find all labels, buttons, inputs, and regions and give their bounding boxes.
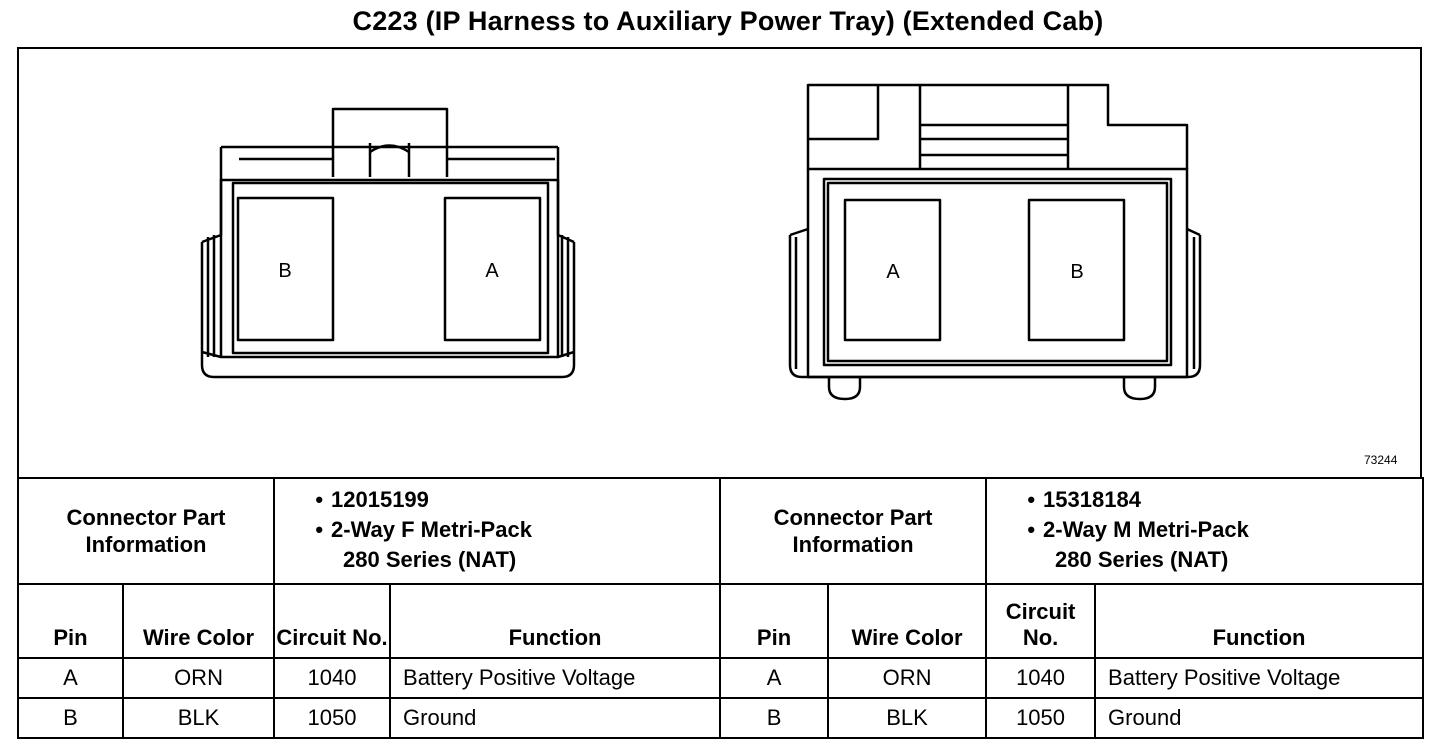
male-connector-face	[788, 83, 1202, 401]
circuit-cell: 1050	[273, 697, 392, 739]
part-series-right: 280 Series (NAT)	[1055, 547, 1229, 572]
part-description-right: 2-Way M Metri-Pack	[1043, 517, 1249, 542]
wire-color-cell: ORN	[827, 657, 988, 699]
function-cell: Battery Positive Voltage	[389, 657, 722, 699]
pin-cell: B	[17, 697, 124, 739]
part-info-right: •15318184 •2-Way M Metri-Pack 280 Series…	[985, 477, 1425, 585]
part-series-left: 280 Series (NAT)	[343, 547, 517, 572]
part-number-right: 15318184	[1043, 487, 1141, 512]
figure-id: 73244	[1364, 453, 1398, 467]
wire-color-cell: BLK	[827, 697, 988, 739]
part-info-label-left: Connector Part Information	[16, 477, 276, 585]
column-header-wire-color-left: Wire Color	[121, 583, 276, 659]
column-header-pin-left: Pin	[17, 583, 124, 659]
pin-cell: A	[17, 657, 124, 699]
female-cavity-label-right: A	[485, 260, 499, 282]
female-cavity-label-left: B	[278, 260, 291, 282]
function-cell: Ground	[389, 697, 722, 739]
wire-color-cell: BLK	[121, 697, 276, 739]
male-cavity-label-left: A	[886, 261, 900, 283]
female-connector-face	[200, 107, 576, 379]
wire-color-cell: ORN	[121, 657, 276, 699]
function-cell: Ground	[1094, 697, 1425, 739]
part-info-label-right: Connector Part Information	[719, 477, 988, 585]
table-row: B BLK 1050 Ground B BLK 1050 Ground	[17, 697, 1425, 739]
male-cavity-label-right: B	[1070, 261, 1083, 283]
part-info-left: •12015199 •2-Way F Metri-Pack 280 Series…	[273, 477, 722, 585]
column-header-function-right: Function	[1094, 583, 1425, 659]
connector-figure-frame	[17, 47, 1422, 478]
table-row: A ORN 1040 Battery Positive Voltage A OR…	[17, 657, 1425, 699]
circuit-cell: 1040	[985, 657, 1097, 699]
part-number-left: 12015199	[331, 487, 429, 512]
connector-face-diagram: B A A B	[200, 83, 1202, 401]
pin-cell: B	[719, 697, 830, 739]
circuit-cell: 1050	[985, 697, 1097, 739]
function-cell: Battery Positive Voltage	[1094, 657, 1425, 699]
column-header-circuit-right: Circuit No.	[985, 583, 1097, 659]
column-header-pin-right: Pin	[719, 583, 830, 659]
column-header-function-left: Function	[389, 583, 722, 659]
page-title: C223 (IP Harness to Auxiliary Power Tray…	[352, 6, 1104, 36]
column-header-wire-color-right: Wire Color	[827, 583, 988, 659]
connector-pinout-table: Connector Part Information •12015199 •2-…	[16, 477, 1425, 739]
column-header-circuit-left: Circuit No.	[273, 583, 392, 659]
pin-cell: A	[719, 657, 830, 699]
circuit-cell: 1040	[273, 657, 392, 699]
part-description-left: 2-Way F Metri-Pack	[331, 517, 532, 542]
